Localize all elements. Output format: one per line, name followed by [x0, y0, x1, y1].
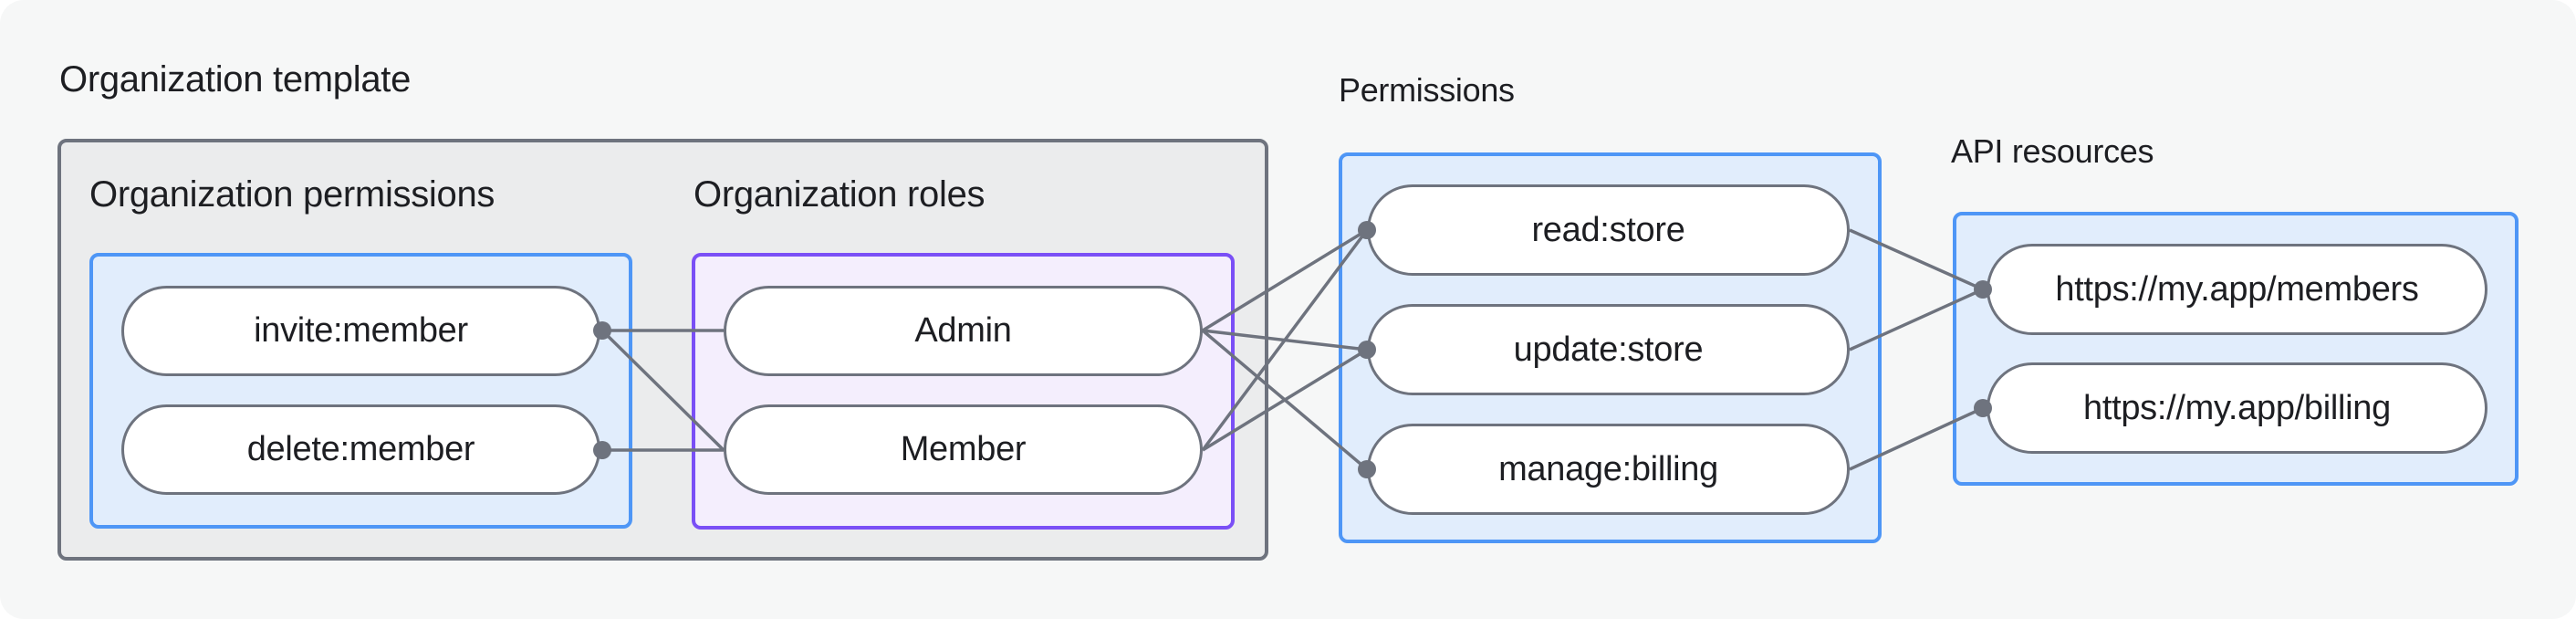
permissions-heading: Permissions — [1339, 71, 1515, 109]
org-roles-heading: Organization roles — [694, 174, 986, 215]
node-api-members: https://my.app/members — [1987, 244, 2487, 335]
org-template-label: Organization template — [59, 59, 412, 100]
node-delete-member: delete:member — [121, 404, 600, 495]
api-resources-heading: API resources — [1951, 132, 2154, 170]
node-invite-member: invite:member — [121, 286, 600, 376]
node-update-store: update:store — [1367, 304, 1850, 395]
node-role-member: Member — [724, 404, 1203, 495]
node-api-billing: https://my.app/billing — [1987, 362, 2487, 454]
node-role-admin: Admin — [724, 286, 1203, 376]
node-manage-billing: manage:billing — [1367, 424, 1850, 515]
node-read-store: read:store — [1367, 184, 1850, 276]
org-permissions-heading: Organization permissions — [89, 174, 495, 215]
